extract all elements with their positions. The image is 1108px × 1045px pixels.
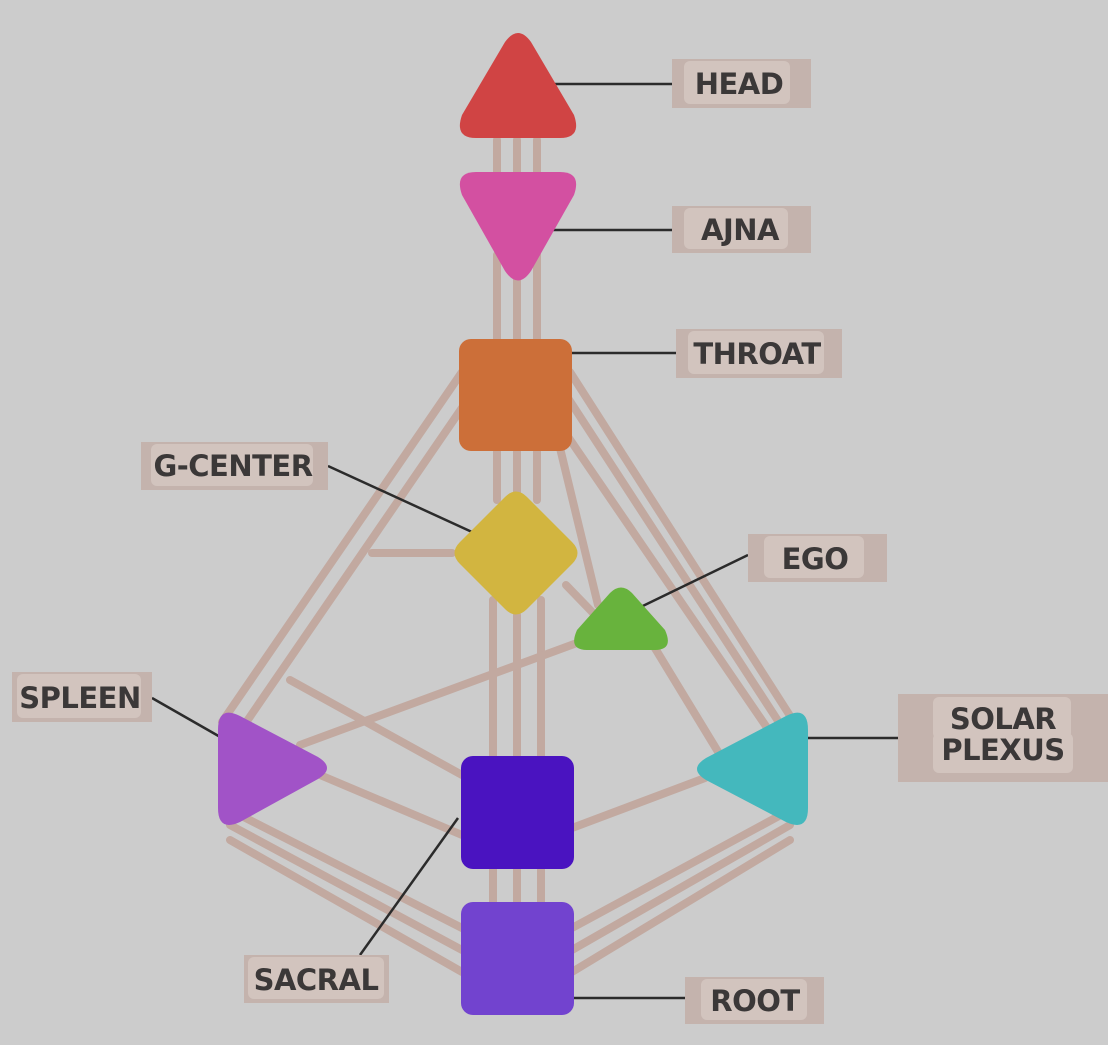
- head-center-triangle[interactable]: [459, 33, 577, 138]
- solar-plexus-center-triangle[interactable]: [697, 712, 808, 825]
- label-spleen-text: SPLEEN: [19, 681, 141, 715]
- label-solar-plexus: SOLAR PLEXUS: [898, 694, 1108, 782]
- ego-center-triangle[interactable]: [574, 587, 668, 651]
- channel-ego-solar: [646, 636, 724, 759]
- label-g-center: G-CENTER: [141, 442, 328, 490]
- channel-spleen-sacral-2: [286, 676, 466, 779]
- labels: HEAD AJNA THROAT G-CENTER EGO: [12, 59, 1108, 1024]
- label-head-text: HEAD: [695, 67, 784, 101]
- label-root-text: ROOT: [710, 984, 800, 1018]
- channel-ego-spleen: [296, 636, 589, 749]
- channel-solar-root-3: [568, 836, 794, 976]
- label-ajna: AJNA: [672, 206, 811, 253]
- label-solar-plexus-line1: SOLAR: [950, 702, 1056, 736]
- leader-spleen: [151, 696, 223, 740]
- label-ego-text: EGO: [782, 542, 849, 576]
- channel-g-ego: [562, 581, 599, 619]
- spleen-center-triangle[interactable]: [218, 712, 327, 825]
- channel-throat-spleen-2: [230, 398, 470, 744]
- label-ego: EGO: [748, 534, 887, 582]
- label-head: HEAD: [672, 59, 811, 108]
- channel-spleen-sacral-1: [316, 771, 466, 839]
- label-ajna-text: AJNA: [701, 213, 780, 247]
- root-center-square[interactable]: [461, 902, 574, 1015]
- channel-solar-root-1: [568, 806, 794, 932]
- label-root: ROOT: [685, 977, 824, 1024]
- ajna-center-triangle[interactable]: [459, 172, 577, 281]
- label-throat: THROAT: [676, 329, 842, 378]
- g-center-diamond[interactable]: [454, 491, 578, 615]
- label-throat-text: THROAT: [693, 337, 821, 371]
- leader-g-center: [327, 464, 473, 534]
- leader-sacral: [358, 817, 460, 956]
- channel-solar-root-2: [568, 821, 794, 954]
- channel-spleen-root-1: [226, 806, 466, 932]
- channel-throat-solar-1: [566, 368, 798, 726]
- leader-lines: [151, 82, 898, 1000]
- channel-solar-sacral: [568, 774, 709, 832]
- label-sacral-text: SACRAL: [254, 963, 379, 997]
- channel-throat-ego: [556, 444, 602, 609]
- label-sacral: SACRAL: [244, 955, 389, 1003]
- throat-center-square[interactable]: [459, 339, 572, 451]
- label-spleen: SPLEEN: [12, 672, 152, 722]
- channel-throat-solar-2: [562, 391, 786, 731]
- sacral-center-square[interactable]: [461, 756, 574, 869]
- channel-throat-solar-3: [556, 421, 776, 739]
- channel-spleen-root-2: [226, 821, 466, 954]
- label-g-center-text: G-CENTER: [153, 449, 312, 483]
- channel-throat-spleen-1: [218, 368, 466, 726]
- centers: [218, 33, 808, 1015]
- label-solar-plexus-line2: PLEXUS: [941, 733, 1064, 767]
- channel-spleen-root-3: [226, 836, 466, 976]
- channels: [218, 136, 798, 976]
